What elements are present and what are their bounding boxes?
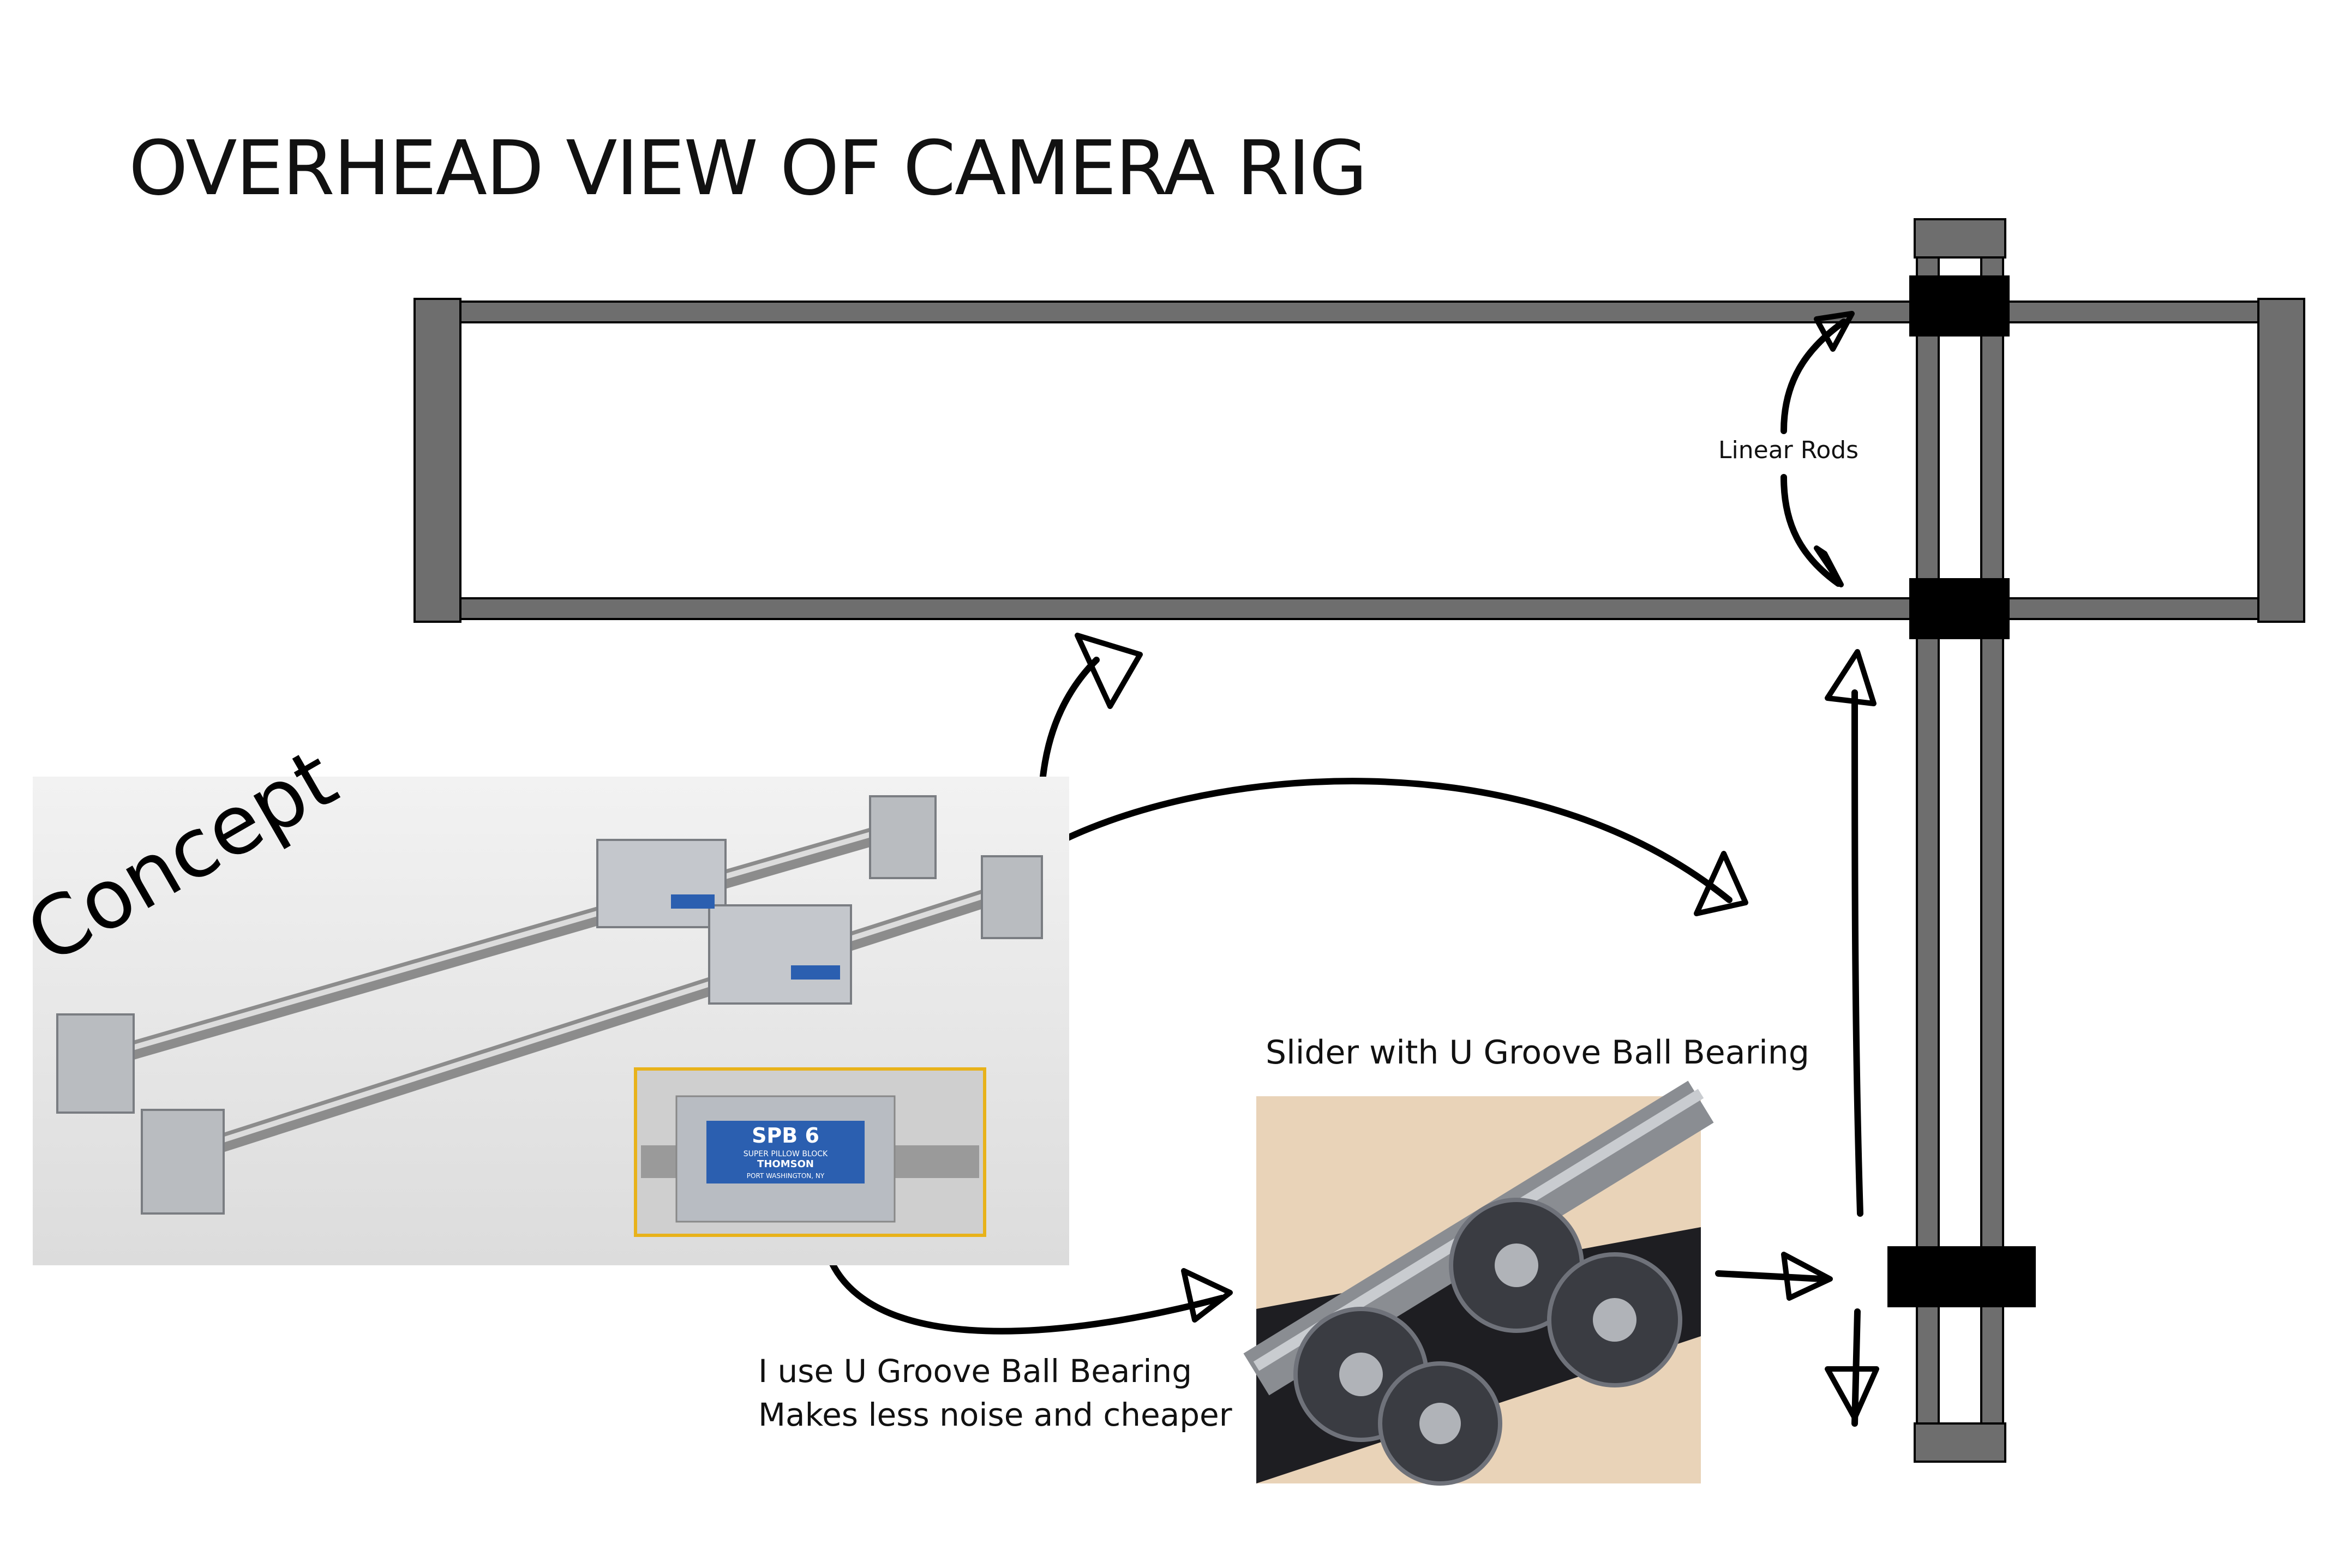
pillow-block-back: [596, 839, 727, 928]
arrow-carriage-up: [1851, 689, 1863, 1217]
slider-caption: Slider with U Groove Ball Bearing: [1266, 1034, 1809, 1072]
vertical-frame: [1914, 218, 2006, 1463]
clamps: [1887, 275, 2036, 1307]
vertical-frame-bottom-end: [1914, 1422, 2006, 1463]
diagram-title: OVERHEAD VIEW OF CAMERA RIG: [129, 124, 1368, 212]
arrow-ugroove-to-carriage: [1715, 1270, 1825, 1282]
vertical-left-rod: [1916, 256, 1940, 1425]
pillow-block-front-tag: [791, 965, 840, 980]
arrowhead-top-rod: [1814, 311, 1855, 352]
horizontal-frame: [413, 298, 2305, 623]
concept-rod-back-highlight: [86, 815, 928, 1064]
inset-label-location: PORT WASHINGTON, NY: [747, 1172, 825, 1180]
arrowhead-frame: [1075, 633, 1143, 709]
arrow-concept-to-slider: [1039, 778, 1732, 903]
ugroove-photo: [1243, 1080, 1714, 1486]
arrowheads: [1075, 311, 1879, 1421]
arrow-to-bottom-rod: [1781, 474, 1842, 587]
support-block-back-right: [869, 795, 937, 879]
linear-rods-label: Linear Rods: [1718, 436, 1859, 464]
arrow-to-top-rod: [1781, 319, 1847, 434]
frame-left-end: [413, 298, 461, 623]
arrowhead-bottom-rod: [1814, 545, 1844, 587]
vertical-frame-top-end: [1914, 218, 2006, 259]
slider-carriage: [1887, 1246, 2036, 1307]
arrowhead-ugroove: [1181, 1268, 1233, 1323]
middle-clamp: [1909, 578, 2010, 639]
support-block-front-left: [141, 1109, 225, 1215]
inset-blue-label: [706, 1121, 865, 1183]
support-block-back-left: [56, 1013, 135, 1114]
bearing-note-line-2: Makes less noise and cheaper: [758, 1396, 1232, 1433]
arrowhead-carriage: [1781, 1252, 1833, 1301]
inset-label-model: SPB 6: [752, 1124, 819, 1148]
top-clamp: [1909, 275, 2010, 337]
inset-label-brand: THOMSON: [757, 1158, 814, 1170]
support-block-front-right: [981, 855, 1043, 939]
arrow-inset-to-ugroove: [820, 1235, 1225, 1335]
frame-right-end: [2257, 298, 2305, 623]
concept-rod-front-highlight: [163, 878, 1032, 1162]
vertical-right-rod: [1980, 256, 2004, 1425]
bearing-note-line-1: I use U Groove Ball Bearing: [758, 1353, 1192, 1390]
inset-photo: SPB 6 SUPER PILLOW BLOCK THOMSON PORT WA…: [634, 1067, 986, 1237]
arrowhead-down: [1825, 1366, 1879, 1421]
arrowhead-up: [1825, 649, 1877, 706]
pillow-block-front: [708, 904, 852, 1005]
pillow-block-back-tag: [671, 894, 715, 909]
inset-label-subtitle: SUPER PILLOW BLOCK: [744, 1150, 828, 1158]
arrowhead-slider: [1694, 851, 1748, 916]
